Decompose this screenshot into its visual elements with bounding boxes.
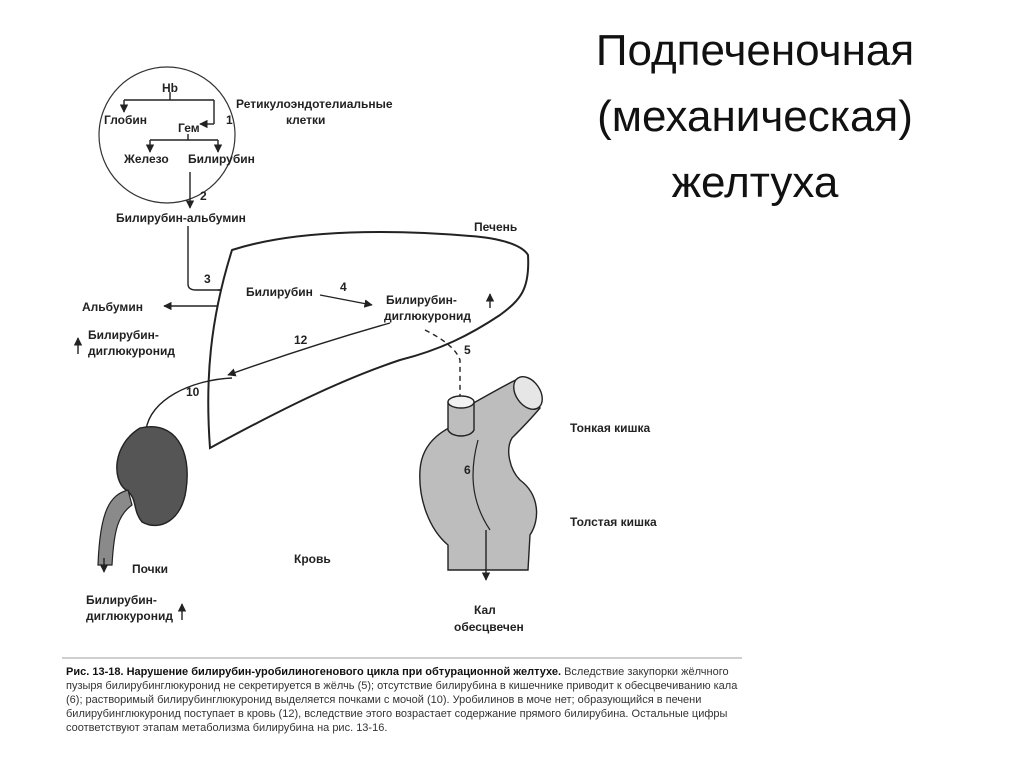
large-intestine bbox=[419, 377, 541, 571]
label-liver: Печень bbox=[474, 220, 517, 234]
label-diglucuronide-liver-1: Билирубин- bbox=[386, 293, 457, 307]
step-1-number: 1 bbox=[226, 113, 233, 127]
arrow-step-12 bbox=[227, 322, 391, 377]
label-blood: Кровь bbox=[294, 552, 331, 566]
intestine-fold bbox=[472, 439, 491, 531]
label-bilirubin-albumin: Билирубин-альбумин bbox=[116, 211, 246, 225]
label-kidneys: Почки bbox=[132, 562, 168, 576]
label-reticulo-line2: клетки bbox=[286, 113, 325, 127]
label-globin: Глобин bbox=[104, 113, 147, 127]
step-6-number: 6 bbox=[464, 463, 471, 477]
title-line-2: (механическая) bbox=[597, 92, 913, 141]
step-3-number: 3 bbox=[204, 272, 211, 286]
label-large-intestine: Толстая кишка bbox=[570, 515, 657, 529]
label-gem: Гем bbox=[178, 121, 200, 135]
step-5-number: 5 bbox=[464, 343, 471, 357]
blocked-bile-duct bbox=[424, 329, 465, 426]
caption-heading: Рис. 13-18. Нарушение билирубин-уробилин… bbox=[66, 666, 561, 678]
liver-shape bbox=[207, 230, 530, 450]
slide-title: Подпеченочная (механическая) желтуха bbox=[540, 18, 970, 216]
ureter bbox=[97, 489, 133, 566]
small-intestine-opening bbox=[447, 395, 475, 409]
label-reticulo-line1: Ретикулоэндотелиальные bbox=[236, 97, 393, 111]
reticuloendothelial-cell bbox=[98, 66, 236, 204]
arrow-step-4 bbox=[319, 294, 373, 308]
label-bilirubin-liver: Билирубин bbox=[246, 285, 313, 299]
label-iron: Железо bbox=[123, 152, 169, 166]
step-4-number: 4 bbox=[340, 280, 347, 294]
title-line-3: желтуха bbox=[671, 158, 839, 207]
small-intestine-tube bbox=[447, 401, 475, 437]
label-diglucuronide-blood-1: Билирубин- bbox=[88, 328, 159, 342]
label-diglucuronide-liver-2: диглюкуронид bbox=[384, 309, 471, 323]
step-12-number: 12 bbox=[294, 333, 308, 347]
label-diglucuronide-blood-2: диглюкуронид bbox=[88, 344, 175, 358]
title-line-1: Подпеченочная bbox=[595, 26, 915, 75]
label-albumin: Альбумин bbox=[82, 300, 143, 314]
kidney-shape bbox=[116, 426, 188, 527]
label-diglucuronide-urine-2: диглюкуронид bbox=[86, 609, 173, 623]
label-stool-2: обесцвечен bbox=[454, 620, 524, 634]
path-step-3 bbox=[187, 226, 239, 295]
figure-caption: Рис. 13-18. Нарушение билирубин-уробилин… bbox=[62, 657, 742, 753]
label-stool-1: Кал bbox=[474, 603, 496, 617]
label-hb: Hb bbox=[162, 81, 178, 95]
large-intestine-opening bbox=[513, 376, 543, 410]
step-2-number: 2 bbox=[200, 189, 207, 203]
label-bilirubin-top: Билирубин bbox=[188, 152, 255, 166]
caption-text: Вследствие закупорки жёлчного пузыря бил… bbox=[66, 666, 738, 734]
label-diglucuronide-urine-1: Билирубин- bbox=[86, 593, 157, 607]
label-small-intestine: Тонкая кишка bbox=[570, 421, 651, 435]
step-10-number: 10 bbox=[186, 385, 200, 399]
